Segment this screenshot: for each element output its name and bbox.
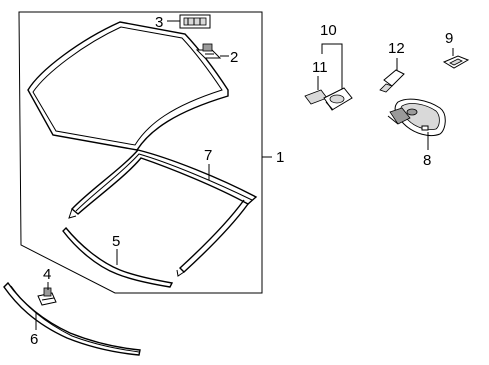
part-12-bracket xyxy=(379,69,405,93)
callout-2: 2 xyxy=(230,49,238,66)
part-4-clip xyxy=(37,287,57,306)
part-6-molding xyxy=(3,281,141,356)
part-8-mirror xyxy=(387,98,446,137)
callout-5: 5 xyxy=(112,233,120,250)
leader-10 xyxy=(321,43,343,88)
callout-6: 6 xyxy=(30,331,38,348)
assembly-frame xyxy=(18,11,263,294)
callout-9: 9 xyxy=(445,30,453,47)
callout-3: 3 xyxy=(155,14,163,31)
callout-4: 4 xyxy=(43,266,51,283)
part-11-pad xyxy=(304,89,328,105)
callout-11: 11 xyxy=(312,59,328,76)
callout-8: 8 xyxy=(423,152,431,169)
callout-12: 12 xyxy=(388,40,405,57)
part-10-sensor xyxy=(323,87,353,111)
windshield-glass xyxy=(27,21,229,151)
part-2-clip xyxy=(195,43,222,59)
callout-7: 7 xyxy=(204,147,212,164)
callout-1: 1 xyxy=(276,149,284,166)
part-5-molding xyxy=(62,226,174,288)
part-7-molding xyxy=(68,149,258,277)
callout-10: 10 xyxy=(320,22,337,39)
part-9-cover xyxy=(442,55,470,69)
part-3-bracket xyxy=(179,14,211,29)
